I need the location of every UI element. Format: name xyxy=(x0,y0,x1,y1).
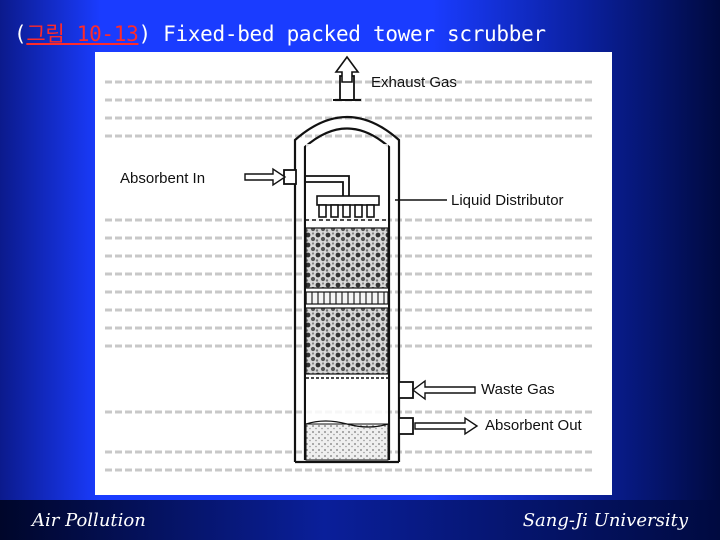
scrubber-diagram: Exhaust Gas Absorbent In Liquid Distribu… xyxy=(95,52,612,495)
title-rest: ) Fixed-bed packed tower scrubber xyxy=(138,22,545,46)
packing-support-grate xyxy=(306,292,388,304)
absorbent-in-arrow xyxy=(245,169,285,185)
label-absorbent-out: Absorbent Out xyxy=(485,417,583,434)
absorbent-out-arrow xyxy=(415,418,477,434)
label-liquid-distributor: Liquid Distributor xyxy=(451,192,564,209)
label-waste-gas: Waste Gas xyxy=(481,381,555,398)
lower-packing-bed xyxy=(306,308,388,374)
upper-packing-bed xyxy=(306,228,388,288)
absorbent-outlet-nozzle xyxy=(399,418,413,434)
waste-gas-arrow xyxy=(413,381,475,399)
liquid-sump xyxy=(306,424,388,460)
footer-university-name: Sang-Ji University xyxy=(523,510,688,531)
label-absorbent-in: Absorbent In xyxy=(120,170,205,187)
footer-course-name: Air Pollution xyxy=(32,510,146,531)
slide-title: (그림 10-13) Fixed-bed packed tower scrubb… xyxy=(14,18,546,48)
title-highlight: 그림 10-13 xyxy=(26,22,138,46)
label-exhaust-gas: Exhaust Gas xyxy=(371,74,457,91)
title-prefix: ( xyxy=(14,22,26,46)
waste-gas-nozzle xyxy=(399,382,413,398)
